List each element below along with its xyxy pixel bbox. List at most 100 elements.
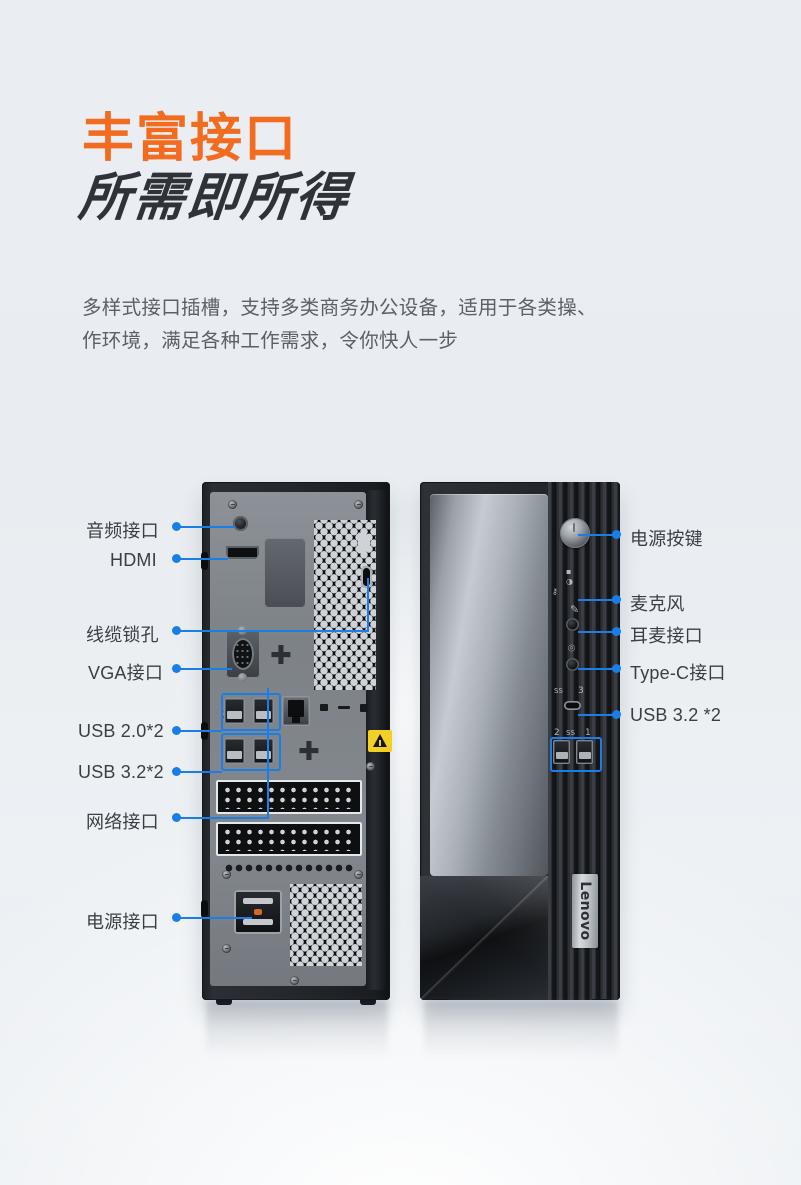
callout-dot-power-inlet <box>172 913 181 922</box>
microphone-icon: ✎ <box>570 603 580 616</box>
chassis-foot <box>592 999 608 1000</box>
callout-dot-power-button <box>612 530 621 539</box>
power-inlet <box>234 890 282 934</box>
subtitle-block: 多样式接口插槽，支持多类商务办公设备，适用于各类操、 作环境，满足各种工作需求，… <box>82 292 754 358</box>
chassis-foot <box>216 999 232 1005</box>
alignment-mark: ✚ <box>298 736 320 766</box>
alignment-mark: ✚ <box>270 640 292 670</box>
callout-dot-hdmi <box>172 554 181 563</box>
expansion-slot-1 <box>216 780 362 814</box>
callout-line-hdmi <box>180 557 228 560</box>
callout-line-mic <box>578 598 614 601</box>
subtitle-line-2: 作环境，满足各种工作需求，令你快人一步 <box>82 330 459 352</box>
callout-line-lock <box>180 629 369 632</box>
callout-label-vga: VGA接口 <box>88 663 164 683</box>
hdd-led-icon: ◑ <box>566 577 573 586</box>
chassis-screw <box>290 976 299 985</box>
expansion-slot-2 <box>216 822 362 856</box>
usb-32-front-highlight <box>550 737 602 772</box>
subtitle-line-1: 多样式接口插槽，支持多类商务办公设备，适用于各类操、 <box>82 297 597 319</box>
warning-label-icon <box>368 730 392 752</box>
vent-dot-row <box>224 864 354 872</box>
desktop-front-panel: ▪ ◑ ⚷ ✎ ⌾ SS 3 2 SS 1 Lenovo <box>420 482 620 1000</box>
callout-line-usb20 <box>180 729 222 732</box>
chassis-screw <box>354 870 363 879</box>
callout-dot-lan <box>172 813 181 822</box>
power-button[interactable] <box>560 518 590 548</box>
chassis-foot <box>360 999 376 1005</box>
usb-a-port <box>576 740 593 764</box>
callout-label-usb32: USB 3.2*2 <box>78 762 164 782</box>
product-illustration: ✚ ✚ <box>0 440 801 1058</box>
callout-line-headset <box>578 630 614 633</box>
callout-dot-headset <box>612 627 621 636</box>
chassis-screw <box>222 944 231 953</box>
desktop-rear-panel: ✚ ✚ <box>201 482 392 1005</box>
honeycomb-vent-lower <box>290 884 362 966</box>
chassis-screw <box>366 762 375 771</box>
front-lower-panel <box>420 876 548 1000</box>
callout-label-usb32-front: USB 3.2 *2 <box>630 705 722 725</box>
callout-dot-lock <box>172 626 181 635</box>
cable-lock-hole <box>361 566 372 588</box>
side-notch <box>201 900 208 918</box>
callout-label-mic: 麦克风 <box>630 594 685 614</box>
rear-vent-slot <box>358 532 370 554</box>
headline-primary: 丰富接口 <box>82 109 299 169</box>
padlock-icon: ⚷ <box>552 587 558 596</box>
headset-jack <box>566 658 579 671</box>
headline-secondary: 所需即所得 <box>76 168 353 229</box>
audio-jack <box>233 516 248 531</box>
usb-32-front-ports <box>553 740 595 764</box>
typec-port-number: 3 <box>578 686 584 696</box>
callout-label-headset: 耳麦接口 <box>630 626 703 646</box>
front-diagonal-highlight <box>420 876 548 1000</box>
headset-icon: ⌾ <box>568 641 576 655</box>
microphone-jack <box>566 618 579 631</box>
callout-dot-usb32-front <box>612 710 621 719</box>
usb-32-highlight <box>221 733 281 771</box>
slot-mesh <box>222 785 356 809</box>
vga-pins <box>235 642 251 666</box>
panel-marking <box>338 706 350 709</box>
callout-line-lock-vertical <box>367 578 369 631</box>
callout-line-power-inlet <box>180 916 252 919</box>
callout-label-audio: 音频接口 <box>86 521 159 541</box>
callout-label-hdmi: HDMI <box>110 550 157 570</box>
type-c-port <box>564 701 581 710</box>
callout-label-typec: Type-C接口 <box>630 663 726 683</box>
callout-label-usb20: USB 2.0*2 <box>78 721 164 741</box>
usb-ss-marking: SS <box>566 729 575 737</box>
usb-ss-marking: SS <box>554 687 563 695</box>
callout-line-lan-vertical <box>267 688 269 818</box>
usb-right-number: 1 <box>585 728 591 738</box>
callout-dot-usb20 <box>172 726 181 735</box>
lenovo-logo-text: Lenovo <box>577 881 593 941</box>
lenovo-logo: Lenovo <box>572 874 598 948</box>
ethernet-port <box>282 696 310 726</box>
panel-marking <box>360 704 368 712</box>
power-inlet-pin <box>254 909 262 915</box>
front-reflection <box>424 1000 618 1058</box>
callout-label-lan: 网络接口 <box>86 812 159 832</box>
panel-marking <box>320 704 328 711</box>
callout-label-lock: 线缆锁孔 <box>86 625 159 645</box>
chassis-screw <box>354 500 363 509</box>
chassis-foot <box>432 999 448 1000</box>
rear-reflection <box>206 1000 388 1058</box>
usb-left-number: 2 <box>554 728 560 738</box>
slot-mesh <box>222 827 356 851</box>
callout-line-usb32 <box>180 770 222 773</box>
vga-port <box>226 626 260 682</box>
usb-a-port <box>224 738 245 764</box>
headline-block: 丰富接口 所需即所得 <box>76 109 352 228</box>
chassis-screw <box>228 500 237 509</box>
callout-line-audio <box>180 525 235 528</box>
side-notch <box>201 552 208 570</box>
usb-2-highlight <box>221 693 281 731</box>
callout-label-power-button: 电源按键 <box>630 529 703 549</box>
callout-dot-typec <box>612 664 621 673</box>
callout-line-lan <box>180 816 269 819</box>
vga-screw <box>238 673 247 682</box>
callout-line-power-button <box>578 533 614 536</box>
